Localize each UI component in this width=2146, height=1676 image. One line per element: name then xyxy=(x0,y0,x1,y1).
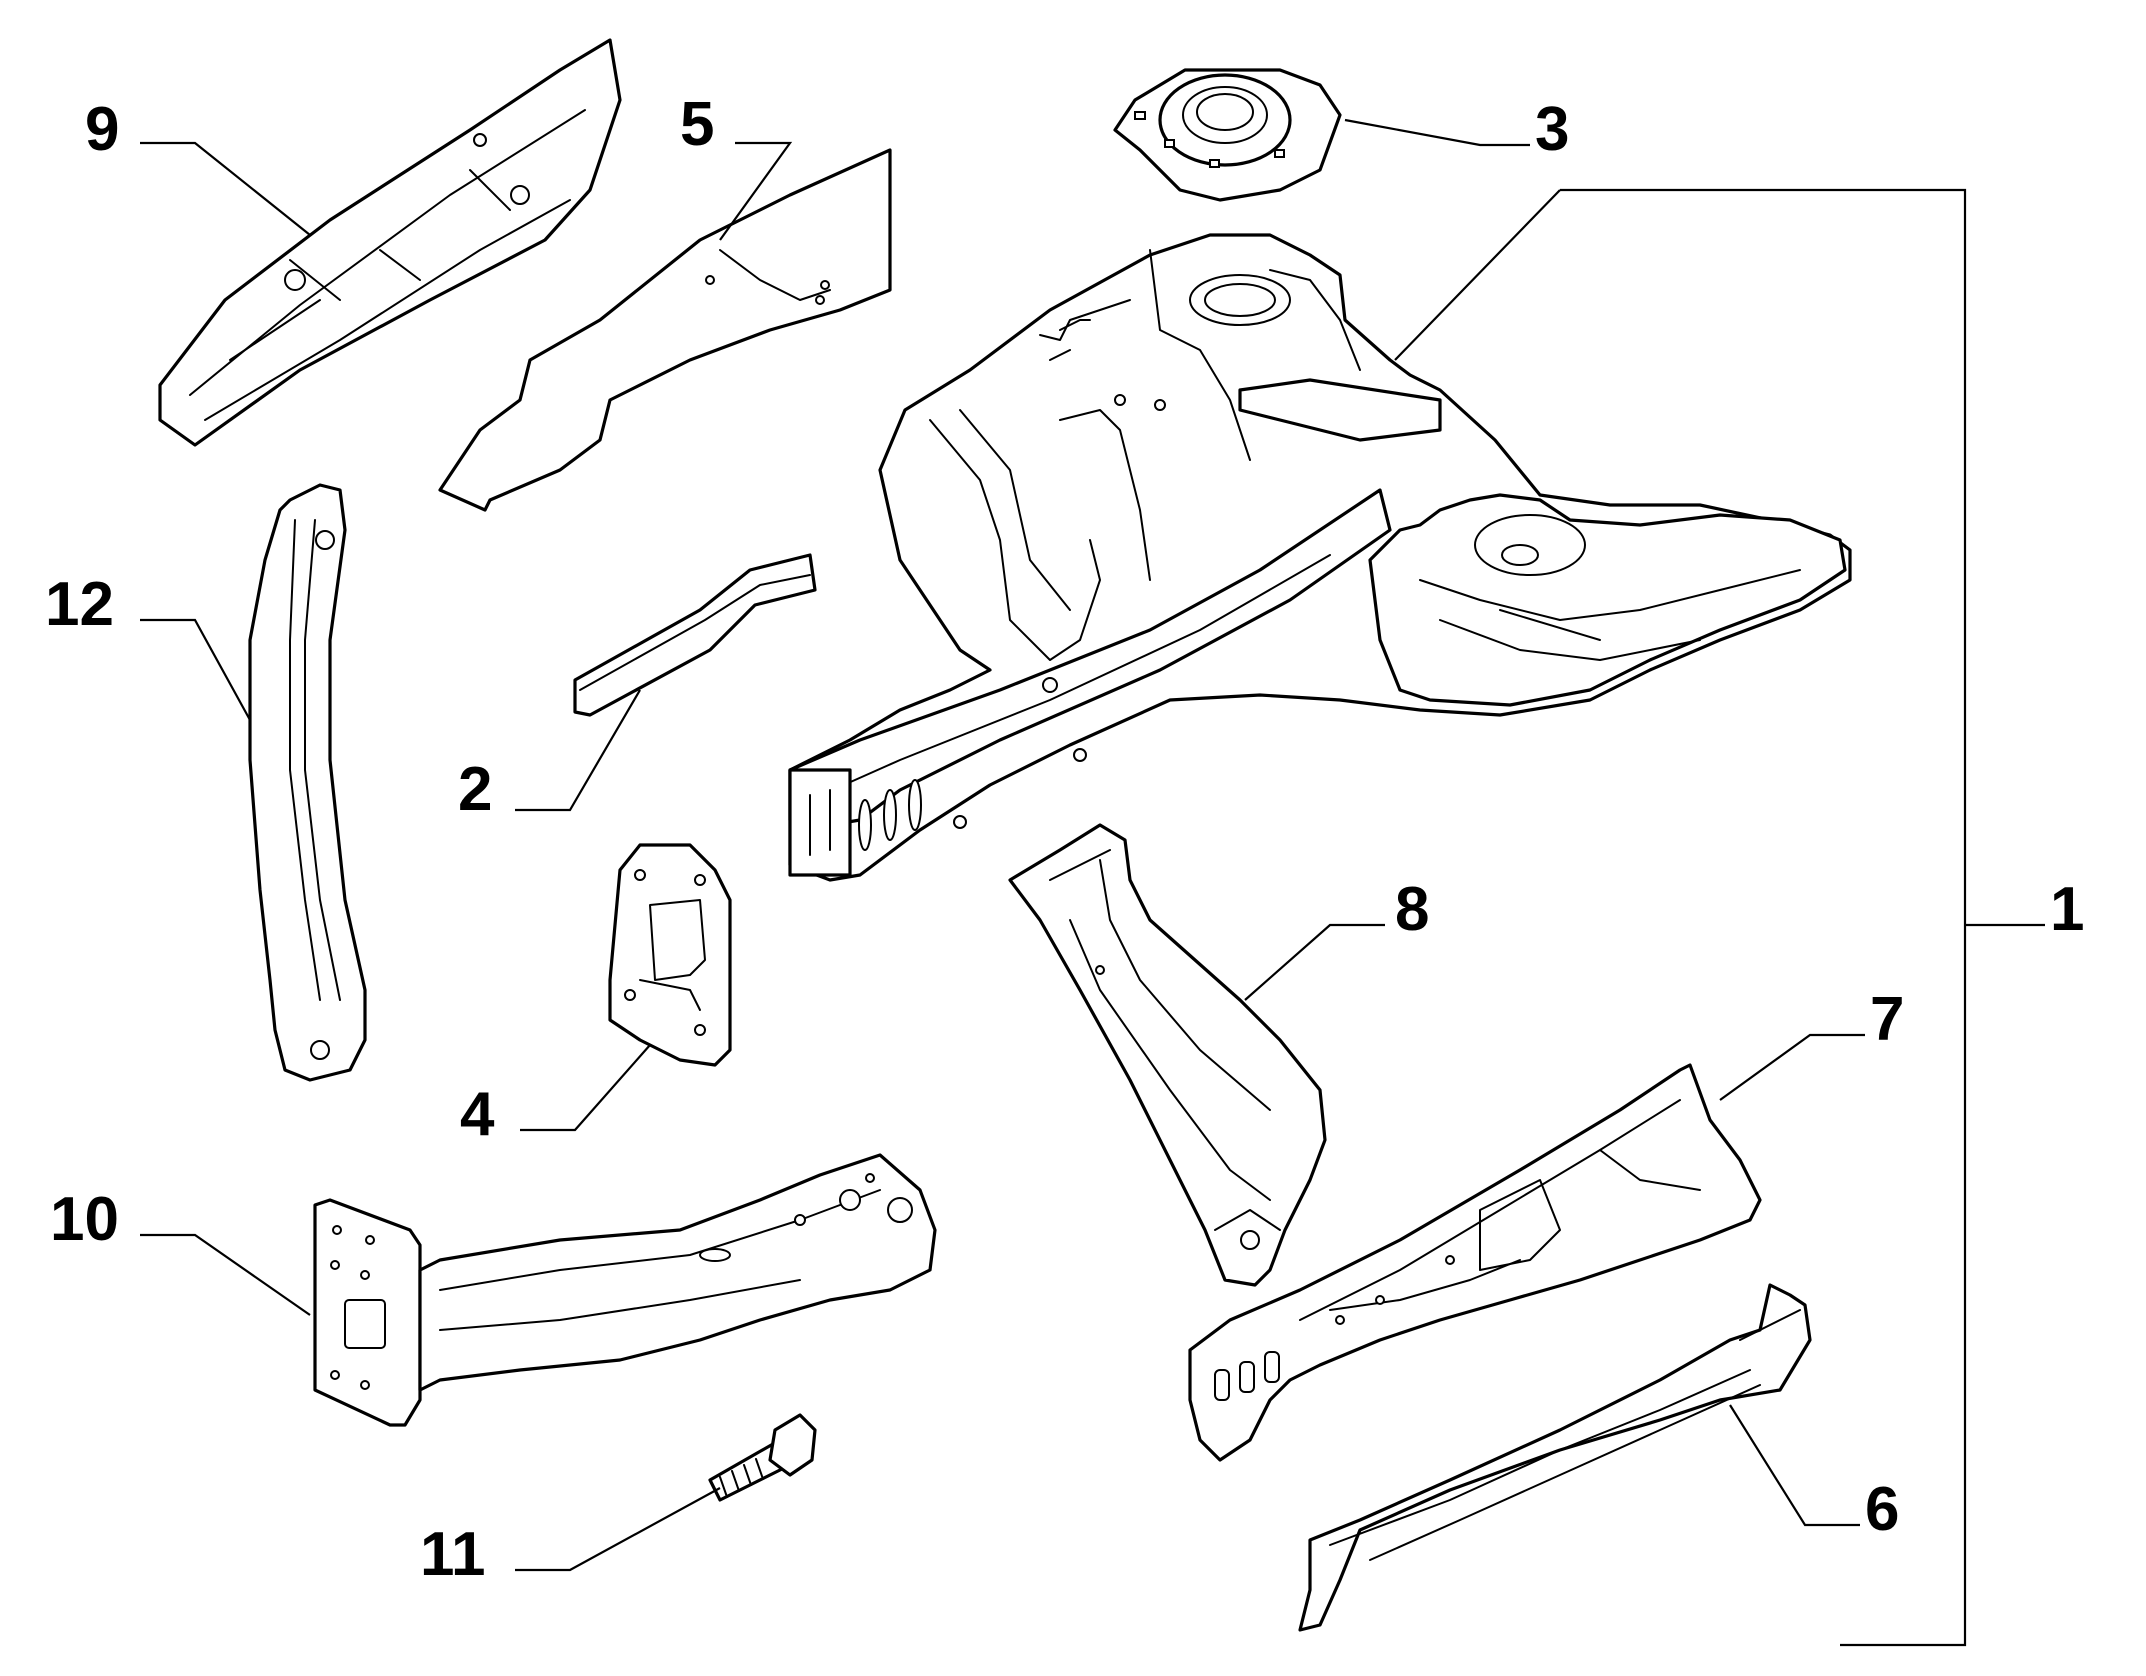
leader-lines xyxy=(140,118,2045,1647)
part-11-bolt[interactable] xyxy=(708,1413,817,1502)
part-7-rear-rail[interactable] xyxy=(1188,1063,1762,1462)
part-10-crash-box[interactable] xyxy=(313,1153,937,1427)
callout-1: 1 xyxy=(2050,875,2084,944)
part-4-plate[interactable] xyxy=(608,843,732,1067)
callout-5: 5 xyxy=(680,90,714,159)
callout-12: 12 xyxy=(45,570,114,639)
callout-10: 10 xyxy=(50,1185,119,1254)
callout-labels: 9 5 3 12 2 1 8 7 4 10 6 11 xyxy=(45,90,2084,1589)
part-3-strut-seal[interactable] xyxy=(1113,68,1342,202)
part-5-inner-skirt[interactable] xyxy=(438,148,892,512)
part-1-front-rail-assembly[interactable] xyxy=(788,233,1852,882)
callout-3: 3 xyxy=(1535,95,1569,164)
callout-9: 9 xyxy=(85,95,119,164)
part-12-strut[interactable] xyxy=(248,483,367,1082)
part-6-sill-rail[interactable] xyxy=(1298,1283,1812,1632)
callout-7: 7 xyxy=(1870,985,1904,1054)
callout-2: 2 xyxy=(458,755,492,824)
callout-4: 4 xyxy=(460,1080,495,1149)
part-9-upper-rail[interactable] xyxy=(158,38,622,447)
part-2-bracket[interactable] xyxy=(573,553,817,717)
callout-8: 8 xyxy=(1395,875,1429,944)
callout-6: 6 xyxy=(1865,1475,1899,1544)
callout-11: 11 xyxy=(420,1520,486,1589)
part-8-inner-pillar[interactable] xyxy=(1008,823,1327,1287)
